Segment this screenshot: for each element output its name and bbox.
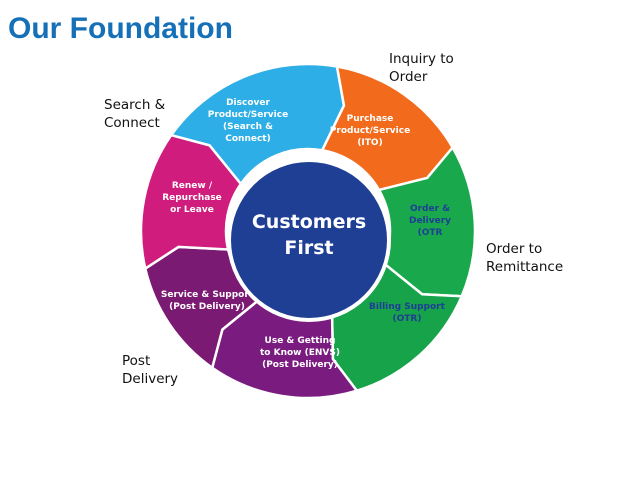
segment-label-line: Order & bbox=[410, 204, 450, 214]
segment-label-billing-support: Billing Support (OTR) bbox=[369, 302, 446, 324]
segment-label-line: Purchase bbox=[347, 114, 394, 124]
label-line: Post bbox=[122, 353, 151, 369]
label-order-to-remittance: Order to Remittance bbox=[486, 240, 563, 276]
segment-label-line: or Leave bbox=[170, 205, 214, 215]
segment-label-line: Use & Getting bbox=[265, 336, 336, 346]
segment-label-line: (OTR) bbox=[393, 314, 422, 324]
label-post-delivery: Post Delivery bbox=[122, 352, 178, 388]
segment-label-line: Discover bbox=[226, 98, 270, 108]
segment-label-line: to Know (ENVS) bbox=[260, 348, 340, 358]
segment-renew bbox=[139, 133, 243, 271]
label-line: Search & bbox=[104, 97, 166, 113]
label-line: Inquiry to bbox=[389, 51, 454, 67]
label-line: Remittance bbox=[486, 259, 564, 275]
label-line: Connect bbox=[104, 115, 160, 131]
segment-label-line: Product/Service bbox=[330, 126, 410, 136]
segment-label-line: Connect) bbox=[225, 134, 270, 144]
label-line: Order bbox=[389, 69, 428, 85]
label-line: Delivery bbox=[122, 371, 179, 387]
center-circle bbox=[227, 158, 391, 322]
segment-label-renew: Renew / Repurchase or Leave bbox=[162, 181, 222, 215]
segment-label-line: Delivery bbox=[409, 216, 451, 226]
center-label: Customers bbox=[252, 211, 366, 233]
slide-title: Our Foundation bbox=[8, 12, 233, 45]
label-inquiry-to-order: Inquiry to Order bbox=[389, 50, 454, 86]
segment-label-line: (ITO) bbox=[357, 138, 382, 148]
segment-label-line: Service & Support bbox=[161, 290, 254, 300]
segment-label-line: (Search & bbox=[223, 122, 273, 132]
segment-label-line: (Post Delivery) bbox=[262, 360, 338, 370]
segment-label-line: (OTR bbox=[418, 228, 443, 238]
segment-label-line: Renew / bbox=[172, 181, 213, 191]
segment-label-service-support: Service & Support (Post Delivery) bbox=[161, 290, 254, 312]
segment-label-line: Repurchase bbox=[162, 193, 222, 203]
segment-label-line: Billing Support bbox=[369, 302, 446, 312]
label-search-connect: Search & Connect bbox=[104, 96, 165, 132]
segment-label-use-getting-to-know: Use & Getting to Know (ENVS) (Post Deliver… bbox=[260, 336, 340, 370]
segment-label-line: Product/Service bbox=[208, 110, 288, 120]
segment-label-order-delivery: Order & Delivery (OTR bbox=[409, 204, 451, 238]
label-line: Order to bbox=[486, 241, 543, 257]
segment-label-line: (Post Delivery) bbox=[169, 302, 245, 312]
center-label: First bbox=[284, 237, 333, 259]
